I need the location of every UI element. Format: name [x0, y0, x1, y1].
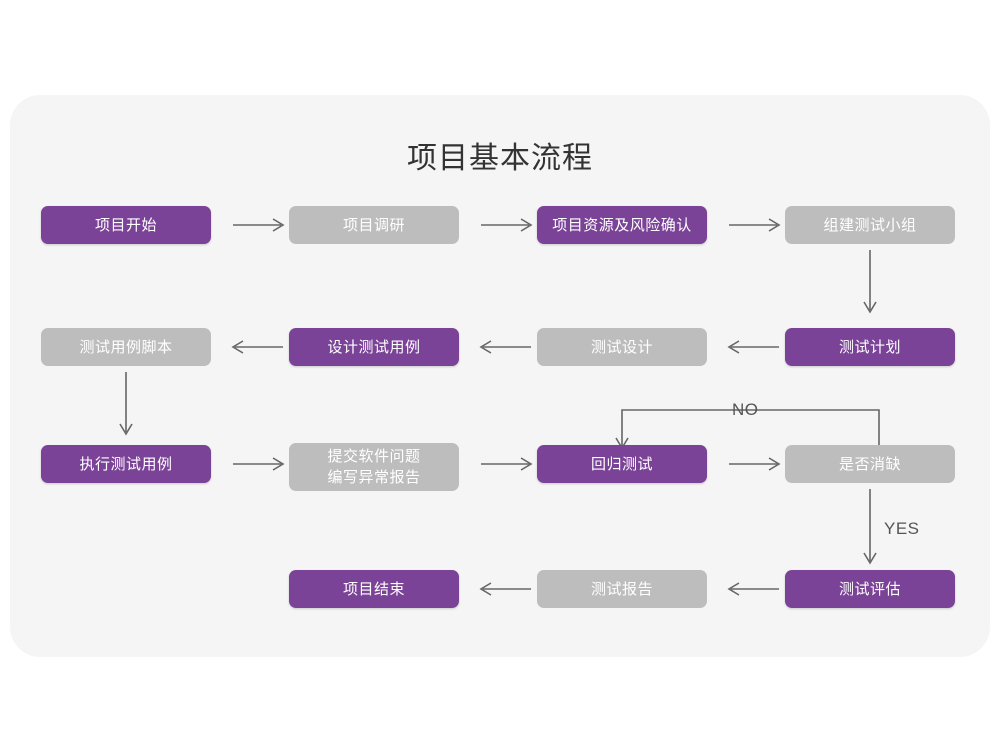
arrow-submit-to-regression	[479, 454, 537, 474]
arrow-execute-to-submit	[231, 454, 289, 474]
node-design-testcase[interactable]: 设计测试用例	[289, 328, 459, 366]
node-test-design[interactable]: 测试设计	[537, 328, 707, 366]
arrow-testdesign-to-designcase	[479, 337, 537, 357]
edge-label-yes: YES	[884, 519, 920, 538]
arrow-report-to-end	[479, 579, 537, 599]
arrow-regression-to-defectcheck	[727, 454, 785, 474]
arrow-design-to-script	[231, 337, 289, 357]
node-project-research[interactable]: 项目调研	[289, 206, 459, 244]
node-regression-test[interactable]: 回归测试	[537, 445, 707, 483]
node-submit-issue-report[interactable]: 提交软件问题 编写异常报告	[289, 443, 459, 491]
node-project-end[interactable]: 项目结束	[289, 570, 459, 608]
node-resource-risk-confirm[interactable]: 项目资源及风险确认	[537, 206, 707, 244]
edge-label-no: NO	[732, 400, 759, 419]
node-test-report[interactable]: 测试报告	[537, 570, 707, 608]
node-project-start[interactable]: 项目开始	[41, 206, 211, 244]
node-execute-testcase[interactable]: 执行测试用例	[41, 445, 211, 483]
arrow-resource-to-team	[727, 215, 785, 235]
arrow-yes-to-evaluation	[860, 489, 880, 571]
arrow-evaluation-to-report	[727, 579, 785, 599]
arrow-start-to-research	[231, 215, 289, 235]
node-form-test-team[interactable]: 组建测试小组	[785, 206, 955, 244]
arrow-script-to-execute	[116, 372, 136, 442]
arrow-testplan-to-testdesign	[727, 337, 785, 357]
node-test-evaluation[interactable]: 测试评估	[785, 570, 955, 608]
flowchart-card: 项目基本流程 项目开始 项目调研 项目资源及风险确认 组建测试小组	[10, 95, 990, 657]
node-test-plan[interactable]: 测试计划	[785, 328, 955, 366]
arrow-team-to-testplan	[860, 250, 880, 320]
arrow-research-to-resource	[479, 215, 537, 235]
node-testcase-script[interactable]: 测试用例脚本	[41, 328, 211, 366]
page-title: 项目基本流程	[407, 142, 593, 175]
node-defect-cleared[interactable]: 是否消缺	[785, 445, 955, 483]
